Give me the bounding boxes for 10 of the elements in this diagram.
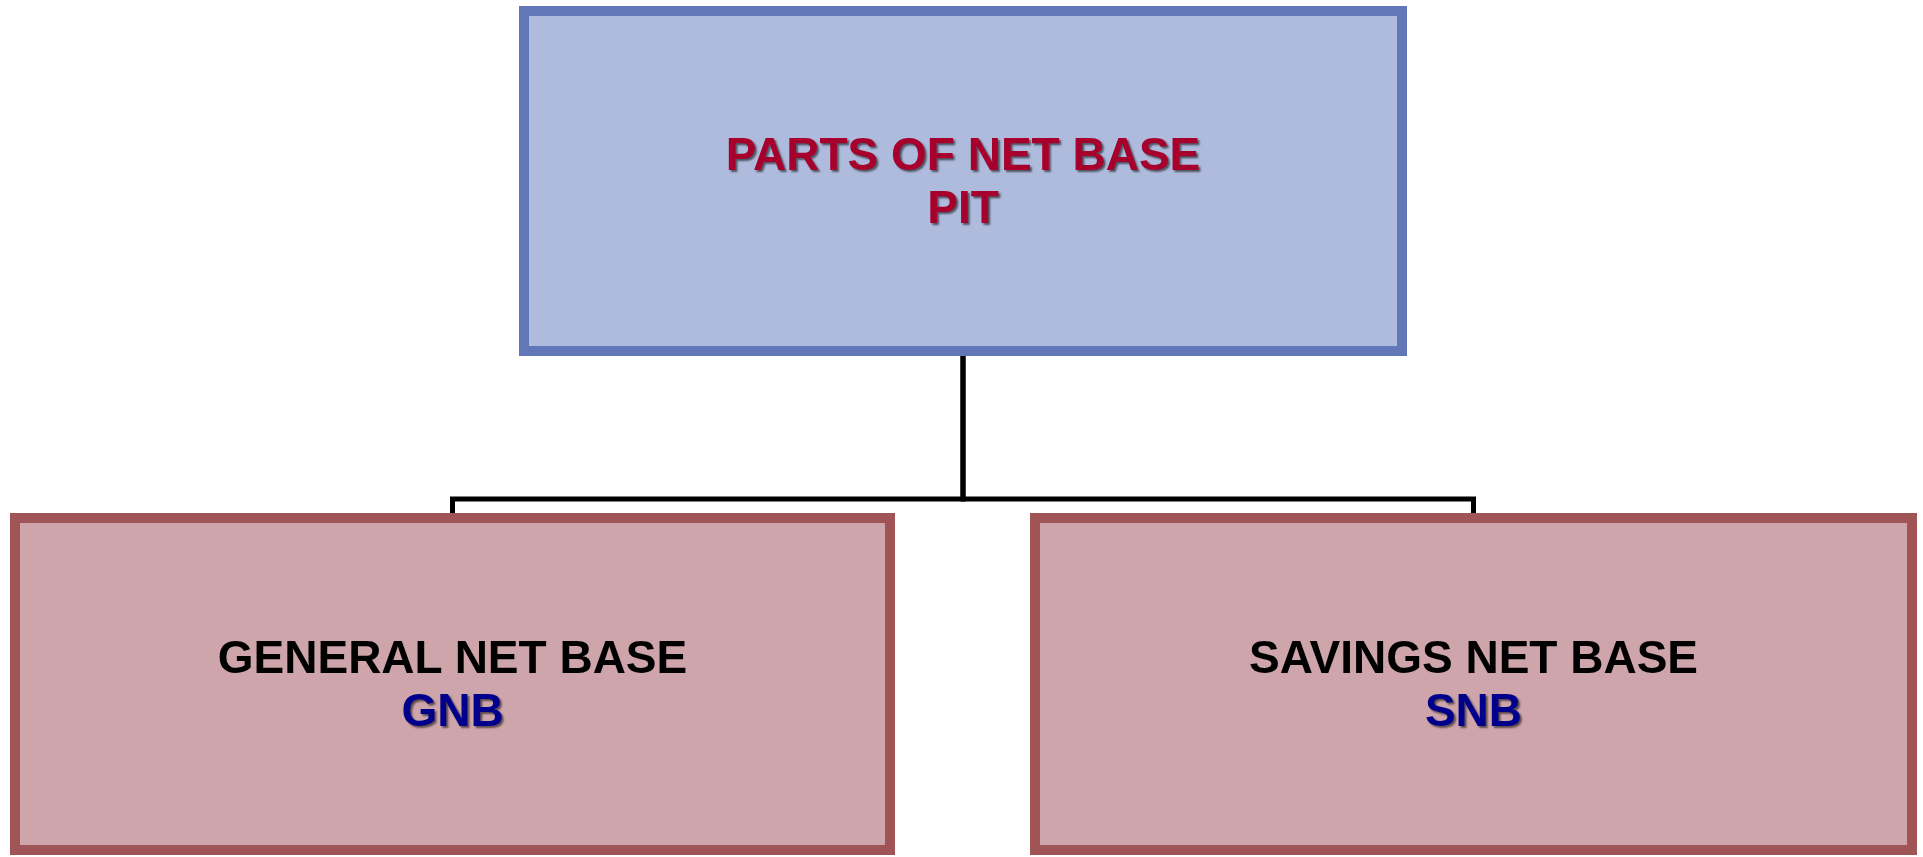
- box-heading: GENERAL NET BASE: [217, 631, 688, 684]
- process-box: [10, 513, 895, 855]
- connector-line: [960, 356, 1476, 513]
- abbreviation: SNB: [1424, 684, 1523, 737]
- process-box: [1030, 513, 1917, 855]
- process-box: [519, 6, 1407, 356]
- box-heading: PARTS OF NET BASE: [725, 128, 1201, 181]
- abbreviation: PIT: [927, 181, 999, 234]
- box-heading: SAVINGS NET BASE: [1249, 631, 1698, 684]
- abbreviation: GNB: [401, 684, 504, 737]
